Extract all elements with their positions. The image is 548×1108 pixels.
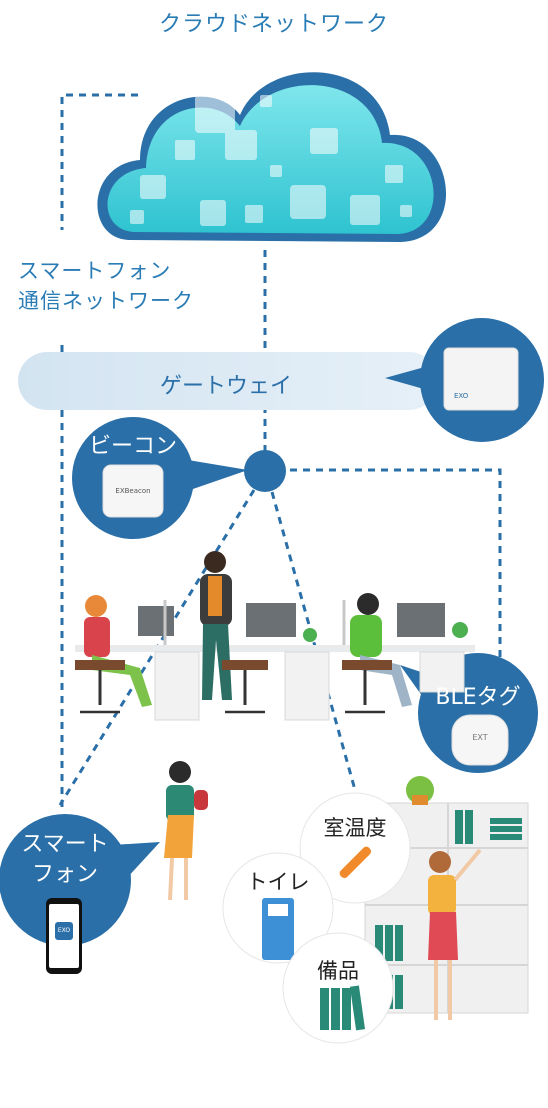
smartphone-bubble	[0, 814, 160, 974]
toilet-label: トイレ	[246, 870, 310, 894]
ble-tag-label: BLEタグ	[435, 685, 521, 710]
room-temp-circle	[299, 792, 411, 904]
phone-network-label-line1: スマートフォン	[18, 259, 172, 283]
beacon-bubble	[72, 417, 248, 539]
office-scene	[75, 551, 475, 721]
smartphone-label: スマート フォン	[0, 830, 130, 889]
smartphone-screen-text: EXO	[57, 927, 71, 934]
hub-node	[244, 450, 286, 492]
gateway-bubble	[385, 318, 544, 442]
gateway-band	[18, 352, 438, 410]
cloud-shape	[97, 72, 447, 242]
equipment-circle	[282, 932, 394, 1044]
walking-person	[164, 761, 208, 901]
phone-network-label-line2: 通信ネットワーク	[18, 289, 194, 314]
beacon-label: ビーコン	[88, 434, 177, 459]
ble-tag-device-text: EXT	[472, 733, 488, 742]
phone-network-label: スマートフォン 通信ネットワーク	[18, 256, 194, 317]
hub-to-tag-line	[290, 468, 502, 660]
room-temp-label: 室温度	[323, 816, 387, 840]
cloud-network-label: クラウドネットワーク	[158, 12, 389, 37]
gateway-device-text: EXO	[454, 392, 469, 400]
toilet-circle	[222, 852, 334, 964]
gateway-label: ゲートウェイ	[160, 374, 293, 399]
beacon-device-text: EXBeacon	[115, 487, 151, 495]
smartphone-label-line1: スマート	[21, 832, 109, 857]
equipment-label: 備品	[317, 959, 359, 983]
smartphone-label-line2: フォン	[31, 861, 98, 887]
